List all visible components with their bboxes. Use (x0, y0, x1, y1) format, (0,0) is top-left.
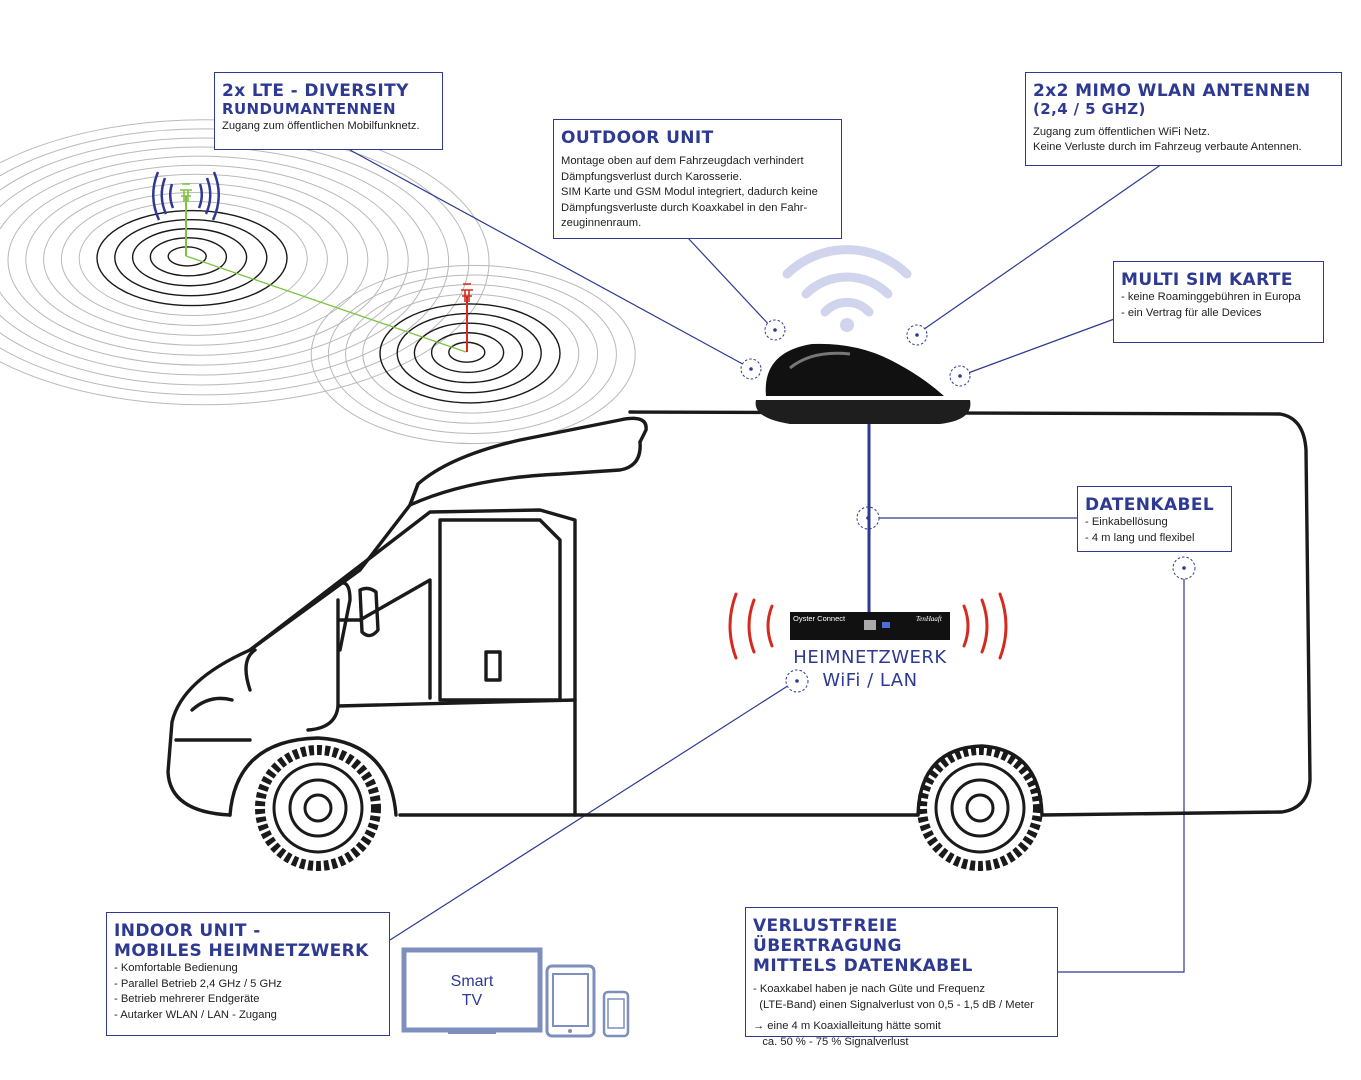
wheel-front (255, 745, 381, 871)
van-outline (166, 410, 1312, 817)
indoor-item: - Parallel Betrieb 2,4 GHz / 5 GHz (114, 977, 282, 990)
signal-ring (114, 218, 268, 297)
home-network-line2: WiFi / LAN (822, 670, 918, 691)
datenkabel-item: - Einkabellösung (1085, 516, 1168, 529)
wifi-icon (782, 245, 912, 317)
signal-ring (78, 201, 308, 317)
signal-ring (0, 119, 490, 406)
smart-tv-line1: Smart (450, 973, 494, 990)
signal-ring (167, 246, 207, 267)
indoor-item: - Autarker WLAN / LAN - Zugang (114, 1008, 277, 1021)
smart-tv-label: Smart TV (404, 972, 540, 1010)
mimo-line: Zugang zum öffentlichen WiFi Netz. (1033, 125, 1211, 138)
outdoor-line: Dämpfungsverlust durch Karosserie. (561, 170, 742, 183)
verlust-title-1: VERLUSTFREIE ÜBERTRAGUNG (753, 916, 902, 957)
indoor-unit-device: Oyster Connect TenHaaft (790, 612, 950, 640)
indoor-item: - Betrieb mehrerer Endgeräte (114, 993, 260, 1006)
outdoor-line: zeuginnenraum. (561, 217, 642, 230)
smart-tv-icon (401, 947, 543, 1034)
verlust-line: → eine 4 m Koaxialleitung hätte somit (753, 1020, 941, 1033)
indoor-title-1: INDOOR UNIT - (114, 921, 261, 941)
datenkabel-item: - 4 m lang und flexibel (1085, 531, 1195, 544)
signal-ring (327, 274, 617, 434)
verlust-line: (LTE-Band) einen Signalverlust von 0,5 -… (753, 998, 1034, 1011)
verlust-line: ca. 50 % - 75 % Signalverlust (753, 1035, 909, 1048)
lte-title: 2x LTE - DIVERSITY (222, 81, 409, 101)
outdoor-title: OUTDOOR UNIT (561, 128, 714, 148)
indoor-item: - Komfortable Bedienung (114, 962, 238, 975)
signal-ring (7, 164, 389, 356)
signal-ring (396, 312, 542, 394)
signal-ring (96, 209, 288, 307)
signal-ring (0, 137, 450, 386)
signal-ring (0, 155, 409, 366)
lte-antenna-green-icon (152, 171, 220, 256)
outdoor-line: Montage oben auf dem Fahrzeugdach verhin… (561, 155, 804, 168)
callout-datenkabel: DATENKABEL - Einkabellösung - 4 m lang u… (1077, 486, 1232, 552)
signal-ring (413, 322, 524, 384)
signal-ring (345, 284, 599, 424)
smart-tv-line2: TV (461, 992, 483, 1009)
wheel-rear (917, 745, 1043, 871)
home-network-label: HEIMNETZWERK WiFi / LAN (780, 646, 960, 692)
lte-subtitle: RUNDUMANTENNEN (222, 100, 396, 119)
signal-ring (362, 293, 580, 414)
signal-ring (60, 191, 328, 326)
multisim-item: - ein Vertrag für alle Devices (1121, 306, 1262, 319)
mast-link-line (185, 255, 467, 353)
mimo-title: 2x2 MIMO WLAN ANTENNEN (1033, 81, 1311, 101)
signal-rings (0, 119, 636, 445)
lte-text: Zugang zum öffentlichen Mobilfunknetz. (222, 119, 420, 132)
datenkabel-title: DATENKABEL (1085, 495, 1215, 515)
callout-lte-diversity: 2x LTE - DIVERSITY RUNDUMANTENNEN Zugang… (214, 72, 443, 150)
device-brand: Oyster Connect (793, 614, 846, 623)
signal-ring (149, 237, 228, 277)
home-network-line1: HEIMNETZWERK (793, 647, 947, 668)
outdoor-line: SIM Karte und GSM Modul integriert, dadu… (561, 186, 818, 199)
callout-outdoor-unit: OUTDOOR UNIT Montage oben auf dem Fahrze… (553, 119, 842, 239)
verlust-title-2: MITTELS DATENKABEL (753, 956, 973, 977)
callout-verlustfrei: VERLUSTFREIE ÜBERTRAGUNG MITTELS DATENKA… (745, 907, 1058, 1048)
signal-ring (0, 128, 470, 396)
mimo-subtitle: (2,4 / 5 GHZ) (1033, 100, 1146, 119)
device-maker: TenHaaft (916, 615, 943, 623)
signal-ring (310, 264, 636, 445)
verlust-line: - Koaxkabel haben je nach Güte und Frequ… (753, 983, 985, 996)
signal-ring (43, 182, 349, 336)
multisim-title: MULTI SIM KARTE (1121, 270, 1293, 290)
signal-ring (131, 228, 248, 287)
outdoor-line: Dämpfungsverluste durch Koaxkabel in den… (561, 201, 808, 214)
lte-antenna-red-icon (461, 283, 473, 352)
tablet-icon (545, 964, 596, 1038)
mimo-line: Keine Verluste durch im Fahrzeug verbaut… (1033, 141, 1302, 154)
smartphone-icon (602, 990, 630, 1038)
indoor-title-2: MOBILES HEIMNETZWERK (114, 941, 369, 962)
callout-indoor-unit: INDOOR UNIT - MOBILES HEIMNETZWERK - Kom… (106, 912, 390, 1036)
red-wifi-waves-icon (728, 592, 1008, 660)
signal-ring (379, 303, 561, 404)
signal-ring (0, 146, 429, 376)
outdoor-unit-antenna (755, 343, 971, 424)
multisim-item: - keine Roaminggebühren in Europa (1121, 291, 1301, 304)
callout-multi-sim: MULTI SIM KARTE - keine Roaminggebühren … (1113, 261, 1324, 343)
signal-ring (25, 173, 369, 346)
callout-mimo-wlan: 2x2 MIMO WLAN ANTENNEN (2,4 / 5 GHZ) Zug… (1025, 72, 1342, 166)
callout-lines (349, 149, 1185, 973)
